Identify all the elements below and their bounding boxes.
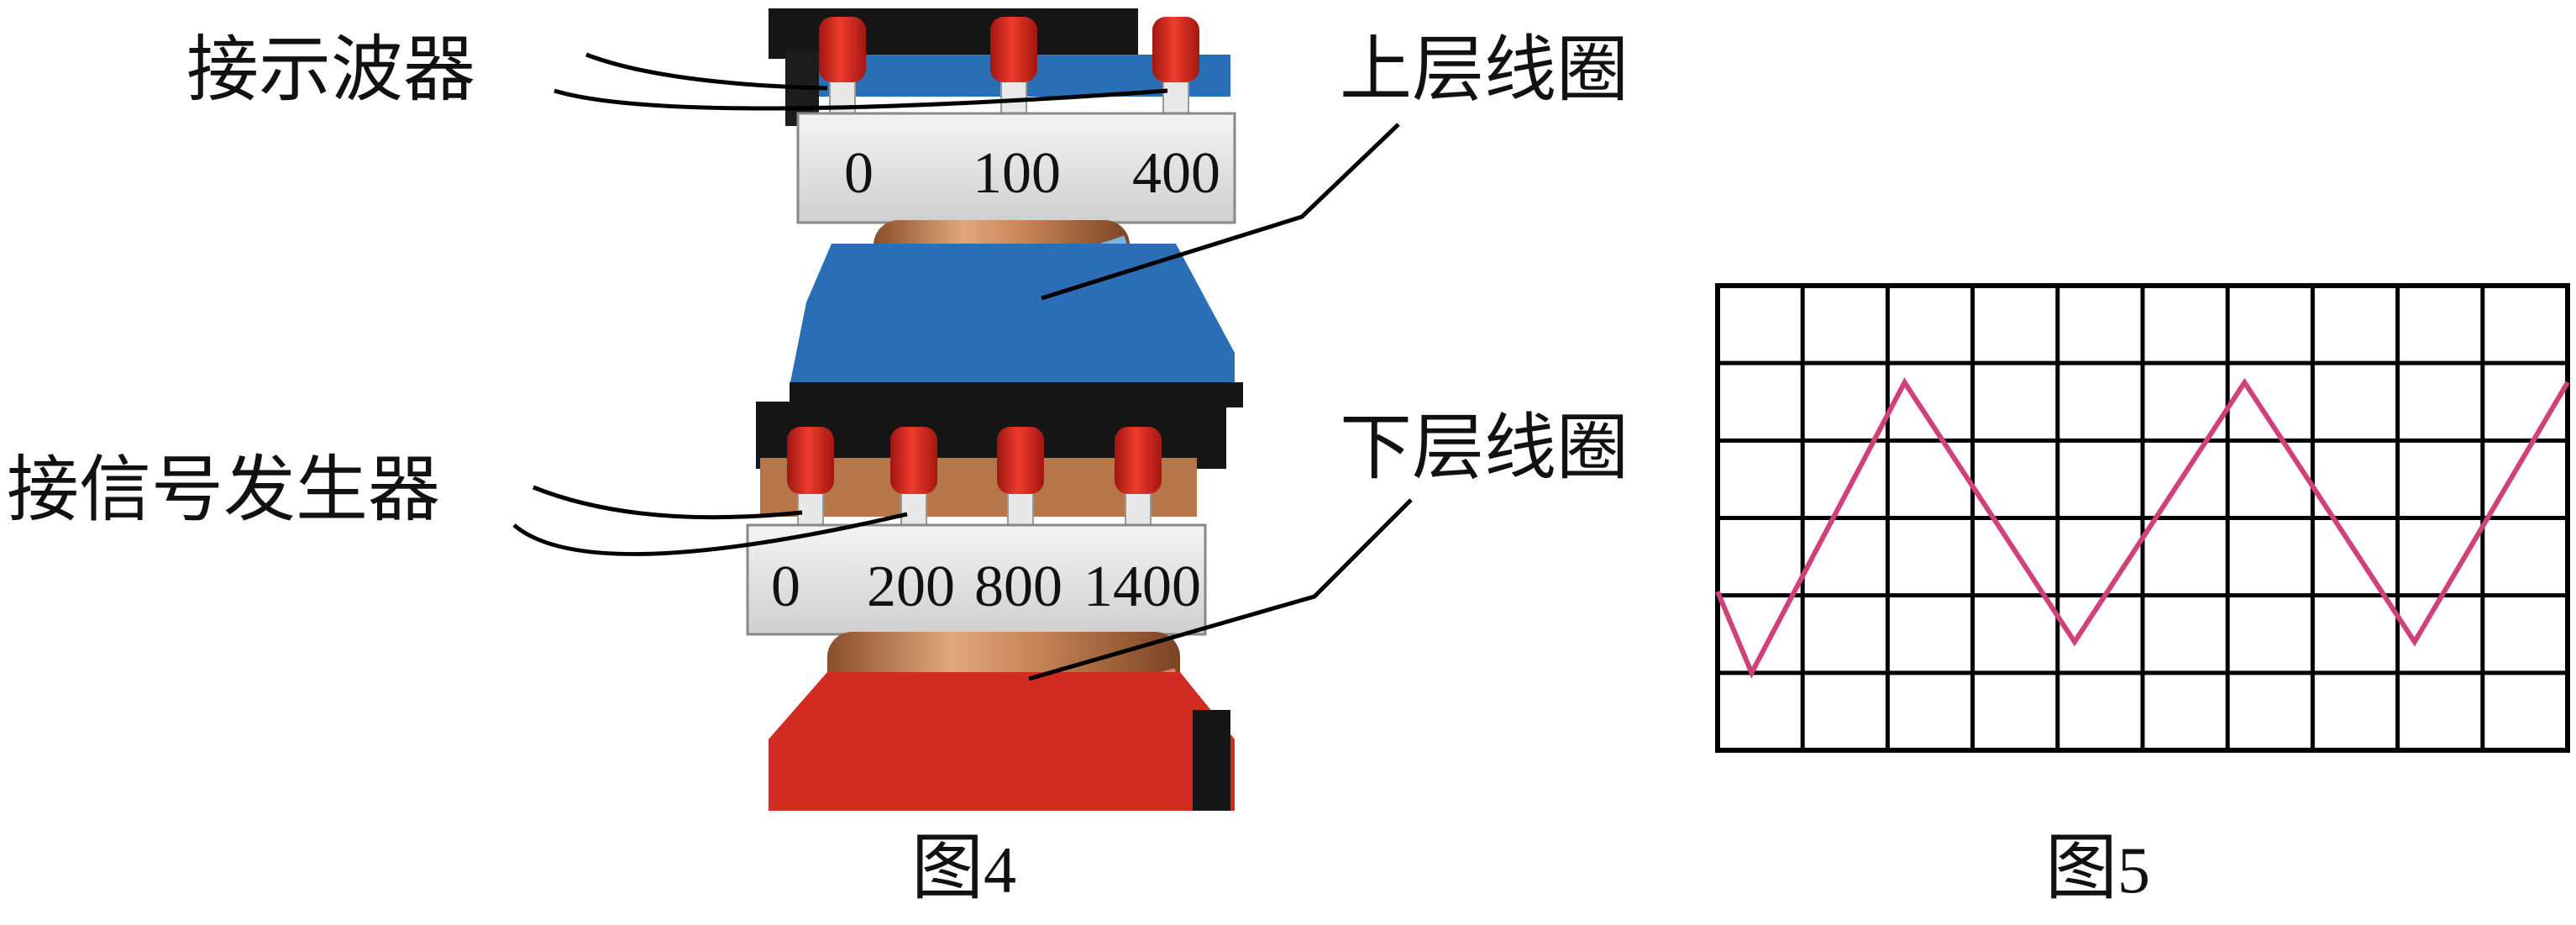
leader-oscilloscope-2 [553,88,1168,111]
terminal-cap [1115,427,1162,494]
upper-terminal-100: 100 [973,141,1061,206]
label-lower-coil: 下层线圈 [1340,406,1629,490]
leader-signal-gen-1 [533,485,803,520]
lower-terminal-800: 800 [974,554,1062,619]
lower-coil-assembly [746,402,1235,811]
upper-terminal-0: 0 [844,141,874,206]
terminal-cap [997,427,1044,494]
label-signal-generator: 接信号发生器 [7,448,440,532]
leader-signal-gen-2 [512,512,908,556]
lower-terminal-plate [746,523,1207,636]
oscilloscope-screen [1715,283,2570,753]
lower-coil-base [769,672,1235,811]
terminal-cap [1152,17,1199,82]
terminal-cap [990,17,1037,82]
upper-terminal-400: 400 [1132,141,1220,206]
lower-terminal-1400: 1400 [1083,554,1201,619]
leader-upper-coil [1041,123,1400,301]
triangle-waveform [1715,377,2570,679]
leader-lines [512,52,1413,681]
caption-figure-4: 图4 [911,826,1016,910]
lower-terminal-caps [787,427,1162,494]
terminal-cap [819,17,866,82]
upper-coil-assembly [769,8,1243,407]
lower-terminal-200: 200 [867,554,955,619]
leader-lower-coil [1028,498,1413,681]
upper-terminal-plate [796,112,1236,224]
upper-coil-base [790,244,1235,386]
leader-oscilloscope-1 [585,52,828,91]
label-upper-coil: 上层线圈 [1340,28,1629,112]
lower-terminal-posts [797,491,1152,530]
terminal-cap [890,427,937,494]
lower-base-right-shadow [1193,710,1230,811]
upper-terminal-caps [819,17,1199,82]
label-oscilloscope: 接示波器 [186,28,475,112]
lower-terminal-0: 0 [771,554,800,619]
terminal-cap [787,427,834,494]
caption-figure-5: 图5 [2045,826,2150,910]
oscilloscope-grid [1715,283,2570,753]
